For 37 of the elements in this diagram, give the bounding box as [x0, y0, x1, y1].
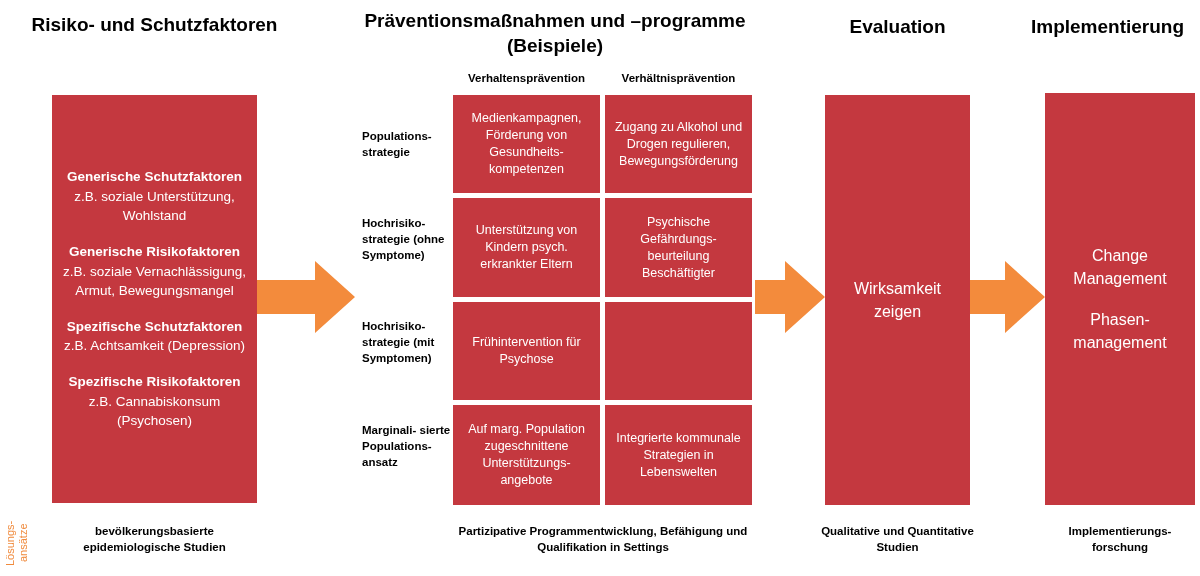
panel-text: Wirksamkeit zeigen [852, 278, 943, 322]
measure-box: Integrierte kommunale Strategien in Lebenswelten [605, 405, 752, 505]
measure-box: Zugang zu Alkohol und Drogen regulieren, Bewegungsförderung [605, 95, 752, 193]
panel-text: z.B. soziale Vernachlässigung, Armut, Bewegungsmangel [61, 262, 248, 301]
block-arrow [755, 261, 825, 333]
column-label: bevölkerungsbasierte epidemiologische Studien [82, 524, 227, 555]
column-label: Verhältnisprävention [620, 71, 737, 86]
row-label: Marginali- sierte Populations- ansatz [362, 423, 452, 470]
panel-text: Phasen- management [1072, 310, 1168, 354]
panel-text: z.B. soziale Unterstützung, Wohlstand [73, 187, 236, 226]
block-arrow [970, 261, 1045, 333]
column-label: Verhaltensprävention [467, 71, 586, 86]
column-heading: Implementierung [1029, 15, 1186, 39]
row-label: Hochrisiko- strategie (ohne Symptome) [362, 216, 446, 263]
column-heading: Evaluation [848, 15, 947, 39]
column-label: Qualitative und Quantitative Studien [820, 524, 975, 555]
factor-heading: Spezifische Schutzfaktoren [66, 317, 243, 336]
side-label: Lösungs- ansätze [4, 519, 30, 568]
measure-box: Frühintervention für Psychose [453, 302, 600, 400]
row-label: Hochrisiko- strategie (mit Symptomen) [362, 319, 436, 366]
factor-heading: Generische Schutzfaktoren [67, 168, 242, 187]
panel-text: z.B. Achtsamkeit (Depression) [64, 337, 245, 356]
row-label: Populations- strategie [362, 129, 433, 160]
measure-box: Psychische Gefährdungs- beurteilung Beschäftigter [605, 198, 752, 297]
factor-heading: Generische Risikofaktoren [68, 243, 241, 262]
measure-box: Unterstützung von Kindern psych. erkrankter Eltern [453, 198, 600, 297]
measure-box: Medienkampagnen, Förderung von Gesundheits- kompetenzen [453, 95, 600, 193]
measure-box: Auf marg. Population zugeschnittene Unterstützungs- angebote [453, 405, 600, 505]
factor-heading: Spezifische Risikofaktoren [68, 372, 241, 391]
column-heading: Risiko- und Schutzfaktoren [30, 13, 279, 37]
column-heading: Präventionsmaßnahmen und –programme (Beispiele) [363, 9, 747, 58]
column-label: Partizipative Programmentwicklung, Befähigung und Qualifikation in Settings [457, 524, 749, 555]
panel-text: z.B. Cannabiskonsum (Psychosen) [87, 392, 222, 431]
block-arrow [257, 261, 355, 333]
panel-text: Change Management [1072, 245, 1168, 289]
column-label: Implementierungs- forschung [1067, 524, 1173, 555]
empty-box [605, 302, 752, 400]
